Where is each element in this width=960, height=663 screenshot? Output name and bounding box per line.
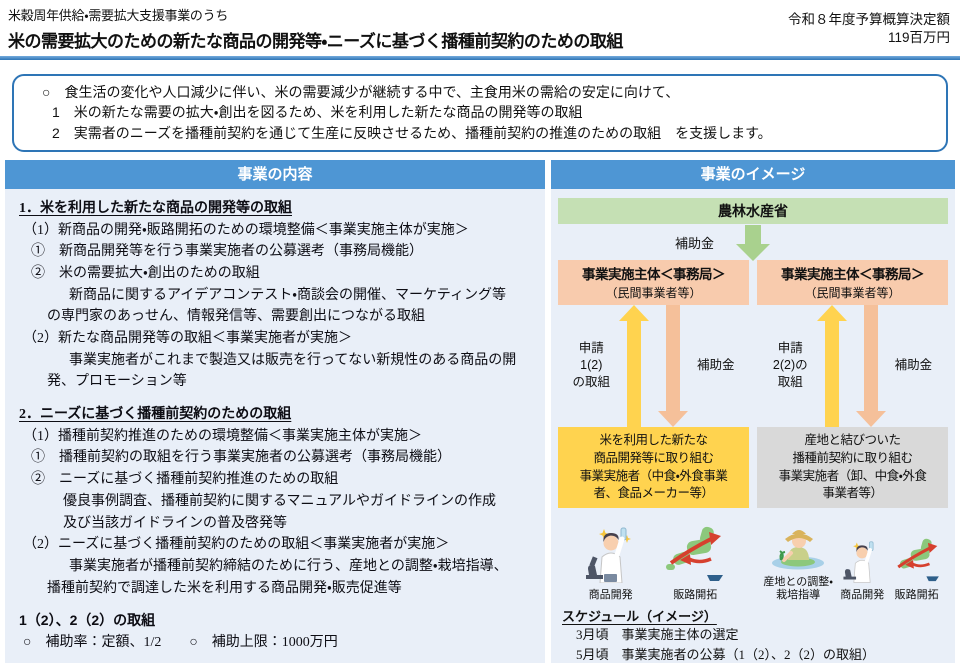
- illustration-item: 商品開発: [580, 525, 642, 602]
- main-columns: 事業の内容 1．米を利用した新たな商品の開発等の取組 （1）新商品の開発・販路開…: [5, 159, 955, 663]
- text-line: （1）新商品の開発・販路開拓のための環境整備＜事業実施主体が実施＞: [23, 222, 469, 238]
- market-development-icon: [666, 527, 724, 582]
- illustration-item: 商品開発: [839, 539, 885, 602]
- content-panel: 事業の内容 1．米を利用した新たな商品の開発等の取組 （1）新商品の開発・販路開…: [5, 159, 545, 663]
- header-titles: 米穀周年供給・需要拡大支援事業のうち 米の需要拡大のための新たな商品の開発等・ニ…: [8, 5, 623, 52]
- summary-item-2: 2 実需者のニーズを播種前契約を通じて生産に反映させるため、播種前契約の推進のた…: [52, 124, 772, 141]
- application-label: 申請 1(2) の取組: [572, 341, 610, 390]
- schedule-row: 3月頃 事業実施主体の選定: [576, 626, 739, 642]
- text-line: 及び当該ガイドラインの普及啓発等: [63, 515, 287, 531]
- illustration-label: 販路開拓: [673, 589, 718, 602]
- header-divider: [0, 56, 960, 60]
- market-development-icon: [896, 539, 939, 582]
- illustration-group-1: 商品開発: [558, 512, 749, 603]
- illustration-item: 販路開拓: [892, 537, 942, 602]
- text-line: （2）新たな商品開発等の取組＜事業実施者が実施＞: [23, 331, 352, 347]
- illustration-item: 産地との調整・ 栽培指導: [763, 518, 833, 602]
- yellow-up-arrow-icon: [619, 304, 649, 427]
- schedule-section: スケジュール（イメージ） 3月頃 事業実施主体の選定 5月頃 事業実施者の公募（…: [558, 606, 948, 663]
- flow-half-2: 申請 2(2)の 取組 補助金: [757, 304, 948, 427]
- product-development-icon: [585, 527, 631, 584]
- budget-amount: 令和８年度予算概算決定額 119百万円: [788, 12, 950, 46]
- content-panel-header: 事業の内容: [5, 159, 545, 189]
- illustration-item: 販路開拓: [663, 525, 727, 602]
- text-line: （1）播種前契約推進のための環境整備＜事業実施主体が実施＞: [23, 428, 422, 444]
- text-line: 発、プロモーション等: [47, 374, 187, 390]
- text-line: ② 米の需要拡大・創出のための取組: [31, 265, 260, 281]
- section-2-heading: 2．ニーズに基づく播種前契約のための取組: [19, 407, 292, 423]
- office-boxes: 事業実施主体＜事務局＞ （民間事業者等） 事業実施主体＜事務局＞ （民間事業者等…: [558, 259, 948, 305]
- page-title: 米の需要拡大のための新たな商品の開発等・ニーズに基づく播種前契約のための取組: [8, 32, 623, 51]
- peach-down-arrow-icon: [855, 304, 886, 427]
- section-1-heading: 1．米を利用した新たな商品の開発等の取組: [19, 200, 292, 216]
- illustration-group-2: 産地との調整・ 栽培指導: [757, 512, 948, 603]
- content-panel-body: 1．米を利用した新たな商品の開発等の取組 （1）新商品の開発・販路開拓のための環…: [5, 189, 545, 663]
- summary-lead: ○ 食生活の変化や人口減少に伴い、米の需要減少が継続する中で、主食用米の需給の安…: [42, 84, 680, 100]
- text-line: 事業実施者がこれまで製造又は販売を行ってない新規性のある商品の開: [69, 352, 517, 368]
- office-title: 事業実施主体＜事務局＞: [781, 266, 925, 282]
- peach-down-arrow-icon: [658, 304, 688, 427]
- summary-box: ○ 食生活の変化や人口減少に伴い、米の需要減少が継続する中で、主食用米の需給の安…: [12, 74, 948, 152]
- office-box-1: 事業実施主体＜事務局＞ （民間事業者等）: [558, 259, 749, 305]
- application-label: 申請 2(2)の 取組: [772, 341, 808, 390]
- image-panel-header: 事業のイメージ: [551, 159, 955, 189]
- spacer: [13, 599, 535, 610]
- illustration-label: 商品開発: [840, 589, 885, 602]
- flow-half-1: 申請 1(2) の取組 補助金: [558, 304, 749, 427]
- subsidy-terms-line: ○ 補助率：定額、1/2 ○ 補助上限：1000万円: [23, 634, 338, 650]
- summary-item-1: 1 米の新たな需要の拡大・創出を図るため、米を利用した新たな商品の開発等の取組: [52, 104, 583, 121]
- maff-box: 農林水産省: [558, 197, 948, 224]
- spacer: [13, 393, 535, 404]
- text-line: 事業実施者が播種前契約締結のために行う、産地との調整・栽培指導、: [69, 558, 508, 574]
- text-line: の専門家のあっせん、情報発信等、需要創出につながる取組: [47, 309, 425, 325]
- office-title: 事業実施主体＜事務局＞: [582, 266, 726, 282]
- image-panel: 事業のイメージ 農林水産省 補助金 事業実施主体＜事務局＞ （民間事業者等） 事…: [551, 159, 955, 663]
- recipient-box-new-products: 米を利用した新たな 商品開発等に取り組む 事業実施者（中食・外食事業 者、食品メ…: [558, 427, 749, 508]
- program-supertitle: 米穀周年供給・需要拡大支援事業のうち: [8, 8, 229, 23]
- office-subtitle: （民間事業者等）: [804, 285, 901, 300]
- text-line: （2）ニーズに基づく播種前契約のための取組＜事業実施者が実施＞: [23, 537, 450, 553]
- recipient-box-preseeding-contract: 産地と結びついた 播種前契約に取り組む 事業実施者（卸、中食・外食 事業者等）: [757, 427, 948, 508]
- schedule-row: 5月頃 事業実施者の公募（1（2）、2（2）の取組）: [576, 646, 876, 662]
- subsidy-label: 補助金: [675, 235, 715, 251]
- subsidy-label: 補助金: [894, 358, 933, 373]
- schedule-title: スケジュール（イメージ）: [562, 608, 717, 624]
- subsidy-label: 補助金: [697, 358, 735, 373]
- illustration-label: 販路開拓: [894, 589, 939, 602]
- text-line: 新商品に関するアイデアコンテスト・商談会の開催、マーケティング等: [69, 287, 506, 303]
- subsidy-terms-heading: 1（2）、2（2）の取組: [19, 612, 156, 629]
- image-panel-body: 農林水産省 補助金 事業実施主体＜事務局＞ （民間事業者等） 事業実施主体＜事務…: [551, 189, 955, 663]
- office-subtitle: （民間事業者等）: [605, 285, 702, 300]
- illustration-label: 商品開発: [588, 589, 633, 602]
- maff-subsidy-flow: 補助金: [558, 224, 948, 261]
- green-down-arrow-icon: [736, 224, 770, 261]
- illustrations: 商品開発: [558, 512, 948, 603]
- page-header: 米穀周年供給・需要拡大支援事業のうち 米の需要拡大のための新たな商品の開発等・ニ…: [0, 0, 960, 52]
- text-line: 播種前契約で調達した米を利用する商品開発・販売促進等: [47, 580, 402, 596]
- farmer-guidance-icon: [772, 530, 825, 570]
- text-line: 優良事例調査、播種前契約に関するマニュアルやガイドラインの作成: [63, 493, 497, 509]
- text-line: ① 播種前契約の取組を行う事業実施者の公募選考（事務局機能）: [31, 450, 451, 466]
- text-line: ① 新商品開発等を行う事業実施者の公募選考（事務局機能）: [31, 244, 423, 260]
- recipient-boxes: 米を利用した新たな 商品開発等に取り組む 事業実施者（中食・外食事業 者、食品メ…: [558, 427, 948, 508]
- illustration-label: 産地との調整・ 栽培指導: [763, 576, 833, 602]
- text-line: ② ニーズに基づく播種前契約推進のための取組: [31, 472, 339, 488]
- application-subsidy-flows: 申請 1(2) の取組 補助金 申請 2(2)の 取組 補助金: [558, 304, 948, 427]
- product-development-icon: [843, 541, 874, 584]
- yellow-up-arrow-icon: [816, 304, 847, 427]
- office-box-2: 事業実施主体＜事務局＞ （民間事業者等）: [757, 259, 948, 305]
